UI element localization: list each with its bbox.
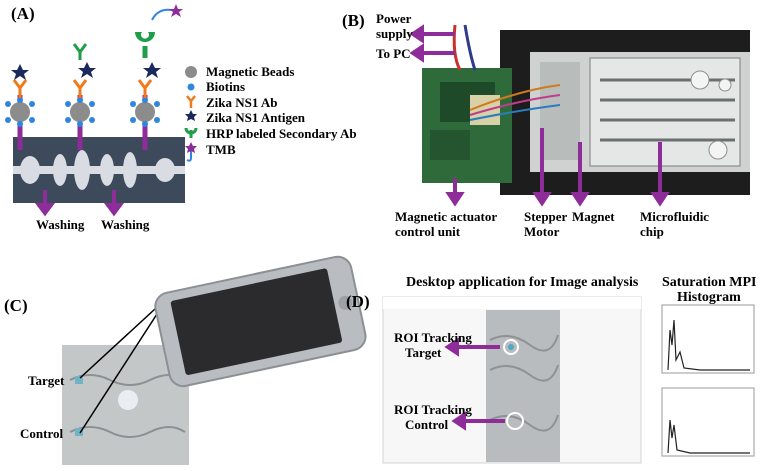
target-label: Target <box>28 373 65 388</box>
legend-zika-antigen: Zika NS1 Antigen <box>206 110 305 125</box>
histogram-title-2: Histogram <box>677 290 741 305</box>
roi-target-label-2: Target <box>405 345 442 360</box>
bead-stack-3 <box>130 4 183 150</box>
chip-label-1: Microfluidic <box>640 209 710 224</box>
antibody-icon <box>186 95 196 108</box>
desktop-app-title: Desktop application for Image analysis <box>406 275 639 290</box>
roi-target-label-1: ROI Tracking <box>394 330 472 345</box>
panel-d-letter: (D) <box>346 292 370 311</box>
roi-control-circle <box>506 412 524 430</box>
tmb-icon <box>151 8 173 21</box>
secondary-antibody-icon <box>184 127 198 138</box>
roi-target-circle <box>503 339 519 355</box>
tmb-icon <box>186 148 192 162</box>
magnetic-bead-icon <box>185 66 197 78</box>
roi-control-label-1: ROI Tracking <box>394 402 472 417</box>
stepper-label-1: Stepper <box>524 209 568 224</box>
smartphone <box>154 255 367 388</box>
histogram-top <box>661 304 755 374</box>
magnetic-bead-icon <box>10 102 30 122</box>
biotin-icon <box>187 83 195 91</box>
actuator-label-1: Magnetic actuator <box>395 209 498 224</box>
panel-b-letter: (B) <box>342 11 365 30</box>
actuator-label-2: control unit <box>395 224 461 239</box>
stepper-label-2: Motor <box>524 224 560 239</box>
panel-a-letter: (A) <box>11 4 35 23</box>
histogram-bottom <box>661 387 755 457</box>
power-supply-label-2: supply <box>376 26 413 41</box>
control-label: Control <box>20 426 64 441</box>
washing-label-1: Washing <box>36 217 85 232</box>
bead-stack-1 <box>5 64 35 150</box>
roi-control-label-2: Control <box>405 417 449 432</box>
chip-label-2: chip <box>640 224 664 239</box>
panel-c-letter: (C) <box>4 296 28 315</box>
legend-secondary-ab: HRP labeled Secondary Ab <box>206 126 357 141</box>
washing-label-2: Washing <box>101 217 150 232</box>
legend-magnetic-beads: Magnetic Beads <box>206 64 295 79</box>
legend-tmb: TMB <box>206 142 236 157</box>
magnet-label: Magnet <box>572 209 615 224</box>
antigen-icon <box>185 110 197 121</box>
antibody-icon <box>12 79 28 98</box>
secondary-antibody-icon <box>72 43 88 60</box>
chip-image <box>486 310 560 462</box>
bead-stack-2 <box>65 43 96 150</box>
legend-biotins: Biotins <box>206 79 246 94</box>
legend-zika-ab: Zika NS1 Ab <box>206 95 278 110</box>
to-pc-label: To PC <box>376 46 411 61</box>
washing-arrows <box>35 190 124 217</box>
histogram-title-1: Saturation MPI <box>662 275 757 290</box>
antigen-icon <box>11 64 29 80</box>
power-supply-label-1: Power <box>376 11 412 26</box>
